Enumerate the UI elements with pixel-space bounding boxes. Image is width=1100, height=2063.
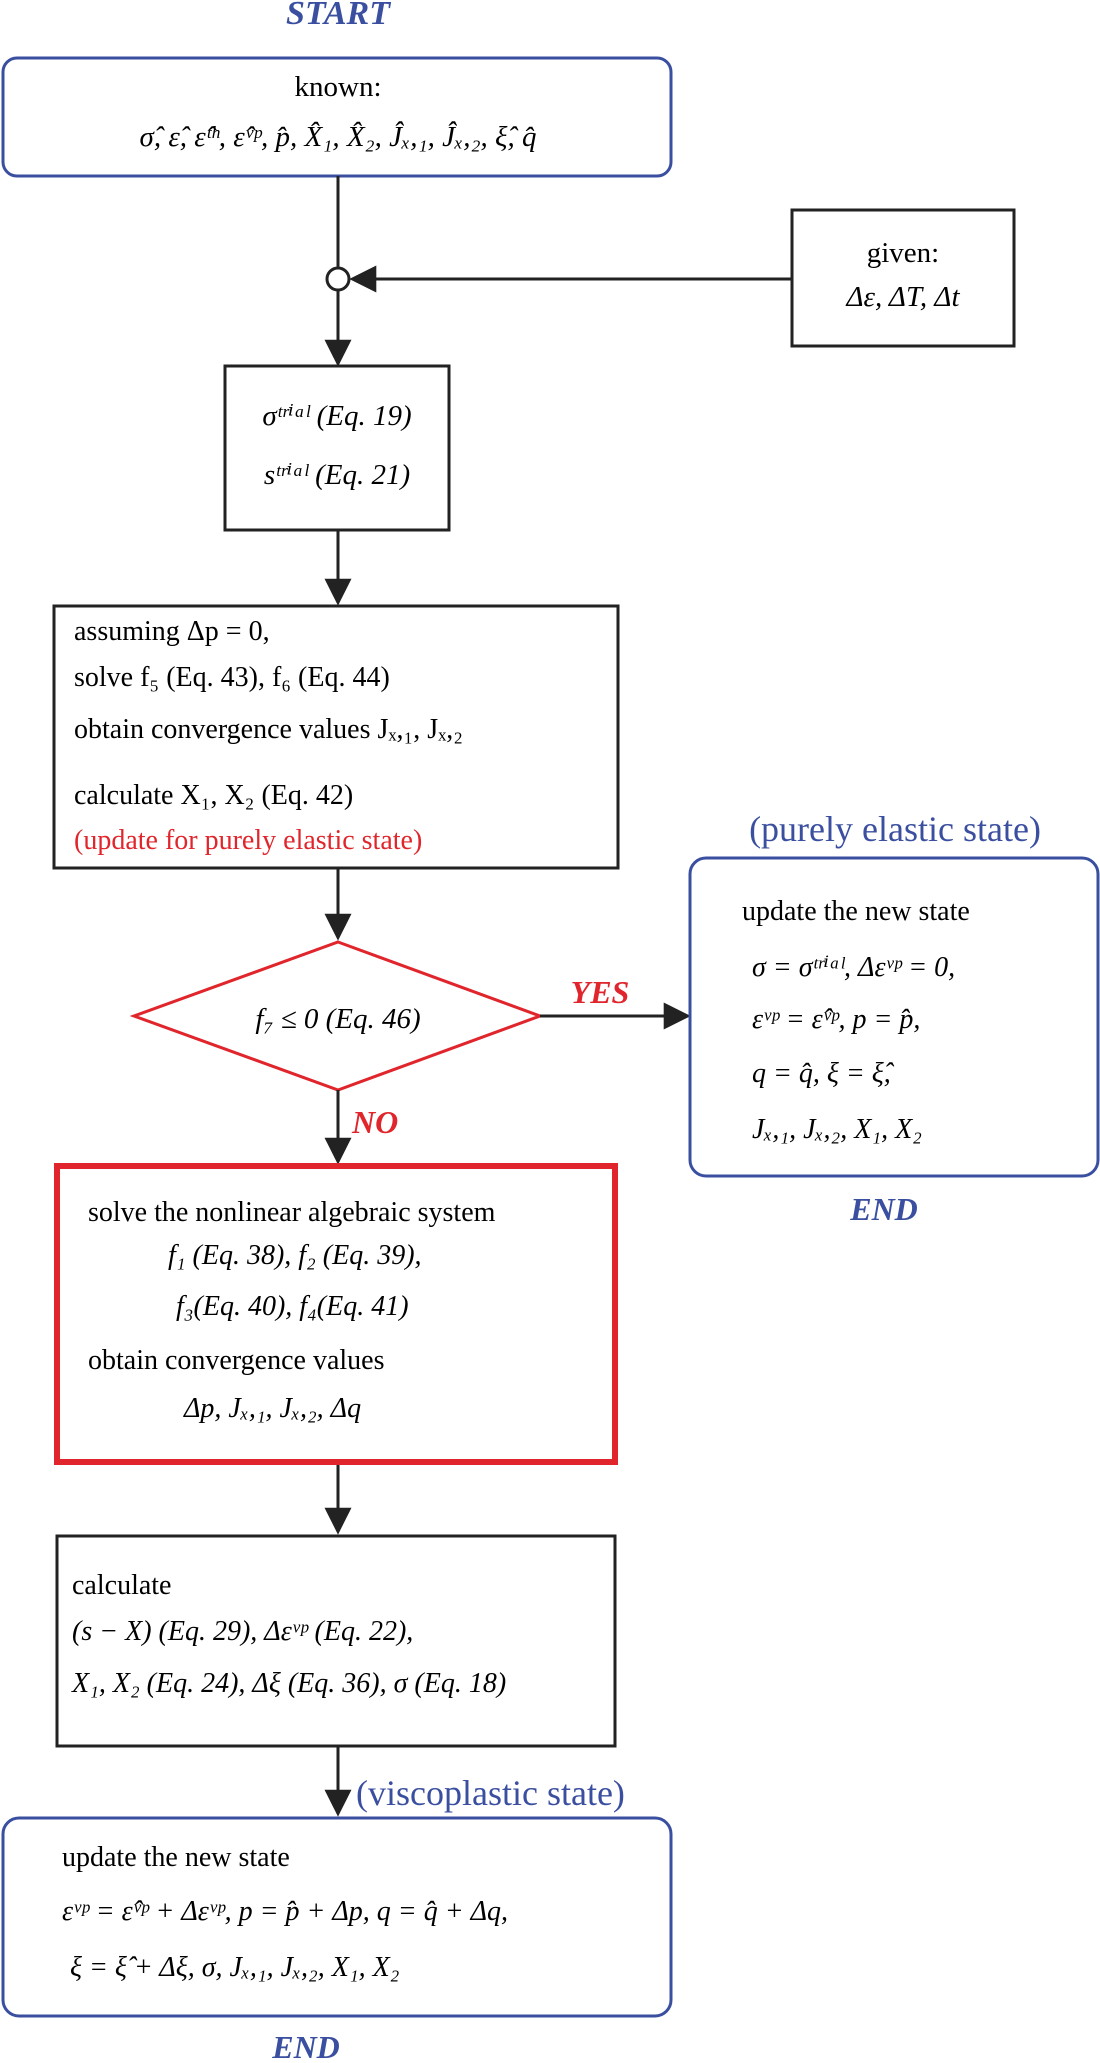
elastic-line-1: update the new state xyxy=(742,896,970,927)
calc-line-3: X₁, X₂ (Eq. 24), Δξ (Eq. 36), σ (Eq. 18) xyxy=(71,1668,506,1699)
given-box xyxy=(790,208,1016,348)
solve-line-4: obtain convergence values xyxy=(88,1345,384,1376)
trial-sigma: σᵗʳⁱᵃˡ (Eq. 19) xyxy=(262,400,411,432)
elastic-state-box xyxy=(688,856,1100,1178)
solve-line-1: solve the nonlinear algebraic system xyxy=(88,1197,496,1228)
assume-line-5: (update for purely elastic state) xyxy=(74,825,422,856)
trial-s: sᵗʳⁱᵃˡ (Eq. 21) xyxy=(264,459,410,491)
visco-line-1: update the new state xyxy=(62,1842,290,1873)
known-vars: σ̂, ε̂, ε̂ᵗʰ, ε̂ᵛᵖ, p̂, X̂₁, X̂₂, Ĵₓ,₁, … xyxy=(140,120,537,153)
elastic-state-heading: (purely elastic state) xyxy=(749,809,1041,849)
solve-line-3: f₃(Eq. 40), f₄(Eq. 41) xyxy=(176,1291,409,1322)
elastic-end-label: END xyxy=(849,1191,918,1227)
assume-line-2: solve f₅ (Eq. 43), f₆ (Eq. 44) xyxy=(74,662,390,693)
visco-state-box xyxy=(1,1816,673,2018)
given-title: given: xyxy=(867,237,940,269)
no-label: NO xyxy=(351,1104,398,1140)
calc-box xyxy=(55,1534,617,1748)
known-title: known: xyxy=(295,71,382,103)
decision-text: f₇ ≤ 0 (Eq. 46) xyxy=(255,1003,420,1035)
assume-line-3: obtain convergence values Jₓ,₁, Jₓ,₂ xyxy=(74,714,463,745)
elastic-line-4: q = q̂, ξ = ξ̂, xyxy=(752,1058,895,1089)
solve-line-2: f₁ (Eq. 38), f₂ (Eq. 39), xyxy=(168,1240,422,1271)
trial-box xyxy=(223,364,451,532)
visco-state-heading: (viscoplastic state) xyxy=(356,1773,625,1813)
solve-line-5: Δp, Jₓ,₁, Jₓ,₂, Δq xyxy=(183,1393,361,1424)
elastic-line-3: εᵛᵖ = ε̂ᵛᵖ, p = p̂, xyxy=(752,1004,920,1035)
assume-line-1: assuming Δp = 0, xyxy=(74,616,270,647)
elastic-line-5: Jₓ,₁, Jₓ,₂, X₁, X₂ xyxy=(752,1114,922,1145)
given-vars: Δε, ΔT, Δt xyxy=(846,281,961,313)
junction-node xyxy=(325,266,351,292)
yes-label: YES xyxy=(571,974,630,1010)
assume-line-4: calculate X₁, X₂ (Eq. 42) xyxy=(74,780,353,811)
visco-end-label: END xyxy=(271,2029,340,2063)
calc-line-1: calculate xyxy=(72,1570,171,1601)
visco-line-3: ξ = ξ̂ + Δξ, σ, Jₓ,₁, Jₓ,₂, X₁, X₂ xyxy=(70,1952,400,1983)
assume-box xyxy=(52,604,620,870)
calc-line-2: (s − X) (Eq. 29), Δεᵛᵖ (Eq. 22), xyxy=(72,1616,413,1647)
elastic-line-2: σ = σᵗʳⁱᵃˡ, Δεᵛᵖ = 0, xyxy=(752,952,955,983)
visco-line-2: εᵛᵖ = ε̂ᵛᵖ + Δεᵛᵖ, p = p̂ + Δp, q = q̂ +… xyxy=(62,1896,508,1927)
solve-box xyxy=(54,1163,618,1465)
start-label: START xyxy=(286,0,391,32)
